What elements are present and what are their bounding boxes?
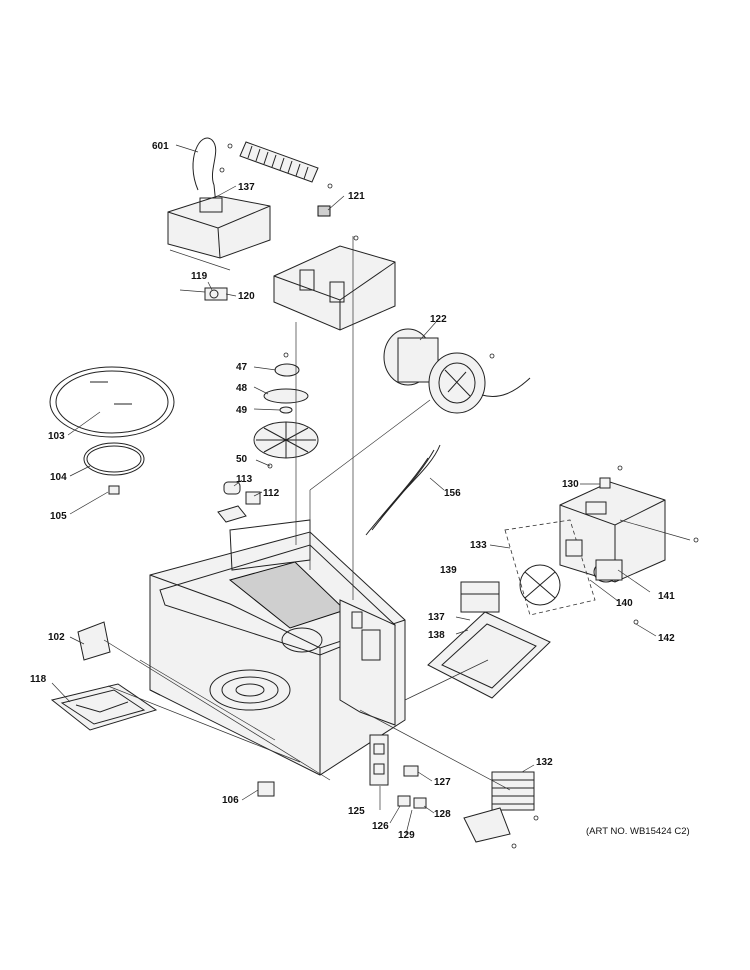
turntable-drive-stack (253, 352, 319, 469)
callout-138: 138 (428, 630, 445, 641)
callout-127: 127 (434, 777, 451, 788)
callout-49: 49 (236, 405, 248, 416)
callout-118: 118 (30, 674, 47, 685)
wire-harness (365, 444, 441, 536)
callout-142: 142 (658, 633, 675, 644)
callout-601: 601 (152, 141, 169, 152)
cavity-cover-parts (50, 621, 275, 797)
callout-120: 120 (238, 291, 255, 302)
callout-156: 156 (444, 488, 461, 499)
callout-129: 129 (398, 830, 415, 841)
callout-126: 126 (372, 821, 389, 832)
callout-128: 128 (434, 809, 451, 820)
callout-48: 48 (236, 383, 248, 394)
callout-105: 105 (50, 511, 67, 522)
callout-140: 140 (616, 598, 633, 609)
callout-113: 113 (236, 474, 253, 485)
lamp-parts (217, 481, 261, 523)
right-electronics-assembly (427, 465, 699, 699)
callout-137-right: 137 (428, 612, 445, 623)
art-number: (ART NO. WB15424 C2) (586, 826, 690, 837)
callout-labels: 601 137 121 119 120 122 47 48 49 50 103 … (30, 141, 675, 841)
glass-tray-assembly (49, 366, 175, 495)
callout-121: 121 (348, 191, 365, 202)
callout-125: 125 (348, 806, 365, 817)
callout-106: 106 (222, 795, 239, 806)
callout-133: 133 (470, 540, 487, 551)
oven-cavity (149, 519, 406, 776)
assembly-lines (103, 236, 691, 791)
magnetron (463, 771, 539, 849)
callout-132: 132 (536, 757, 553, 768)
callout-112: 112 (263, 488, 280, 499)
callout-102: 102 (48, 632, 65, 643)
callout-104: 104 (50, 472, 67, 483)
callout-141: 141 (658, 591, 675, 602)
callout-103: 103 (48, 431, 65, 442)
top-housing-assembly (167, 137, 396, 331)
callout-130: 130 (562, 479, 579, 490)
door-switch-parts (369, 734, 427, 809)
callout-139: 139 (440, 565, 457, 576)
callout-137-top: 137 (238, 182, 255, 193)
callout-leaders (51, 144, 657, 835)
callout-119: 119 (191, 271, 208, 282)
callout-47: 47 (236, 362, 248, 373)
callout-50: 50 (236, 454, 248, 465)
callout-122: 122 (430, 314, 447, 325)
blower-motor-assembly (383, 328, 531, 414)
